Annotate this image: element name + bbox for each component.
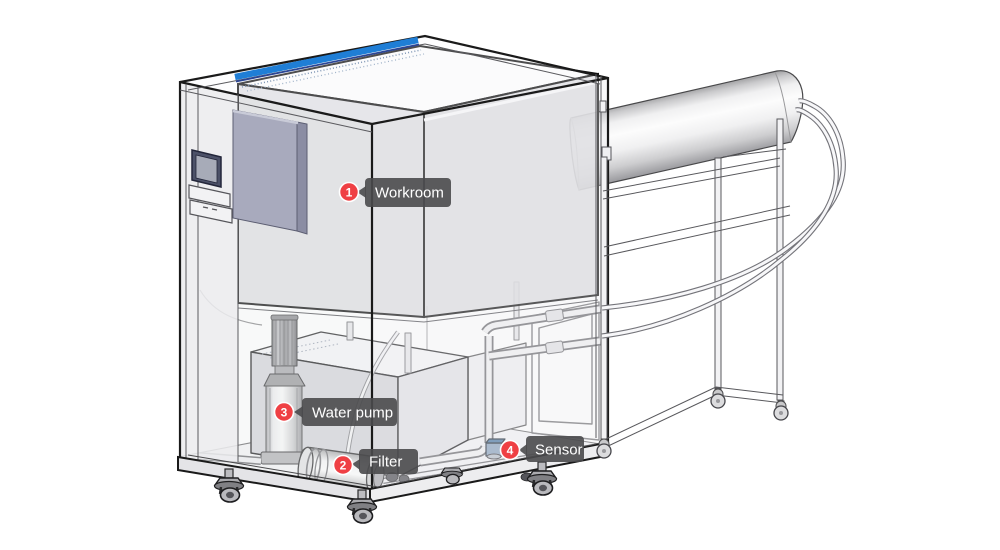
svg-text:3: 3: [281, 406, 288, 420]
svg-text:2: 2: [340, 459, 347, 473]
svg-text:1: 1: [346, 186, 353, 200]
svg-text:Water pump: Water pump: [312, 405, 393, 422]
svg-text:Filter: Filter: [369, 454, 402, 471]
svg-text:Workroom: Workroom: [375, 185, 444, 202]
svg-text:Sensor: Sensor: [535, 442, 583, 459]
svg-text:4: 4: [507, 444, 514, 458]
